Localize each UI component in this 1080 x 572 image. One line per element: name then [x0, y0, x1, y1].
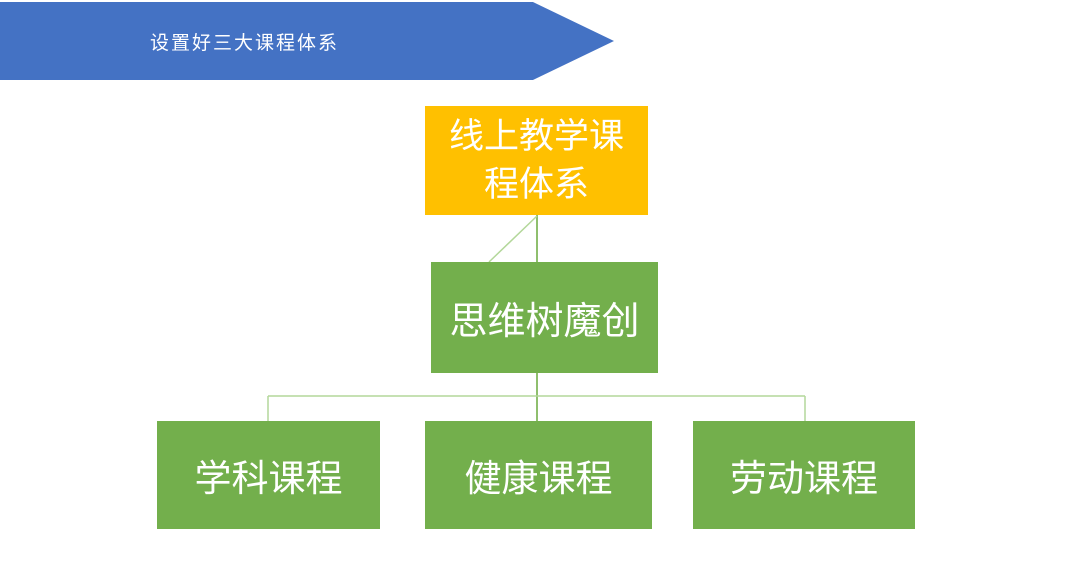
diagram-node-child-label: 劳动课程 — [730, 458, 878, 499]
diagram-node-parent[interactable]: 思维树魔创 — [431, 262, 658, 373]
diagram-node-parent-label: 思维树魔创 — [449, 301, 640, 343]
diagram-node-child-subject-courses[interactable]: 学科课程 — [157, 421, 380, 529]
diagram-node-root-label: 线上教学课程体系 — [448, 116, 624, 204]
diagram-node-root[interactable]: 线上教学课程体系 — [425, 106, 648, 215]
diagram-node-child-label: 健康课程 — [464, 458, 613, 499]
connector-root-to-parent-diagonal — [488, 215, 538, 263]
diagram-node-child-label: 学科课程 — [194, 458, 343, 499]
banner-arrow-shape[interactable]: 设置好三大课程体系 — [0, 2, 614, 80]
diagram-node-child-health-courses[interactable]: 健康课程 — [425, 421, 652, 529]
banner-title: 设置好三大课程体系 — [150, 32, 340, 54]
diagram-node-child-labor-courses[interactable]: 劳动课程 — [693, 421, 915, 529]
